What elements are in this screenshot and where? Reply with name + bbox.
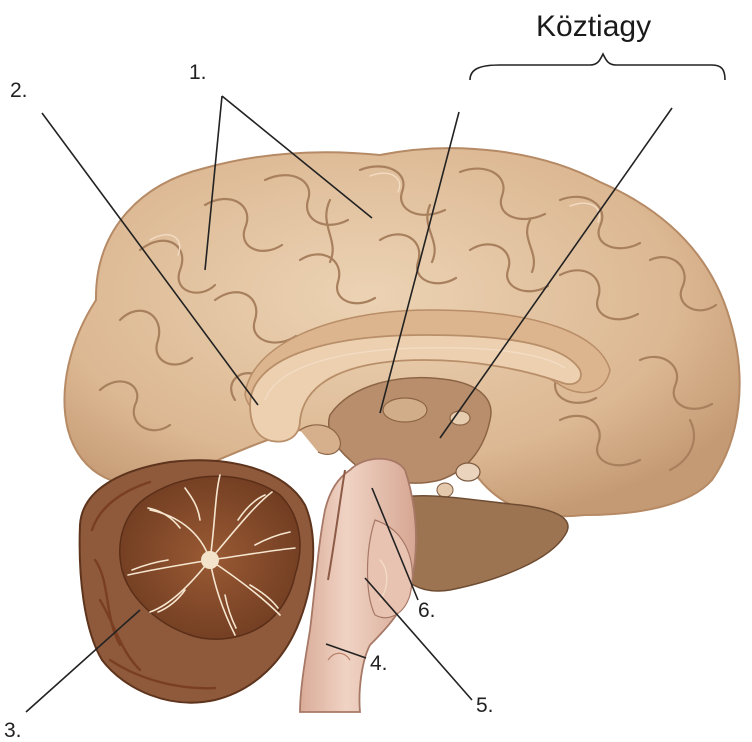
fornix <box>450 411 470 425</box>
label-3: 3. <box>4 719 22 742</box>
optic-chiasm <box>456 463 480 481</box>
diencephalon-bracket <box>470 54 725 80</box>
label-2: 2. <box>10 79 28 102</box>
label-6: 6. <box>418 599 436 622</box>
leader-5 <box>365 578 472 700</box>
label-4: 4. <box>370 652 388 675</box>
label-1: 1. <box>189 61 207 84</box>
label-5: 5. <box>476 694 494 717</box>
mammillary-body <box>437 483 453 497</box>
cerebellum <box>80 460 314 702</box>
diencephalon-title: Köztiagy <box>536 10 651 43</box>
thalamus <box>383 398 427 422</box>
